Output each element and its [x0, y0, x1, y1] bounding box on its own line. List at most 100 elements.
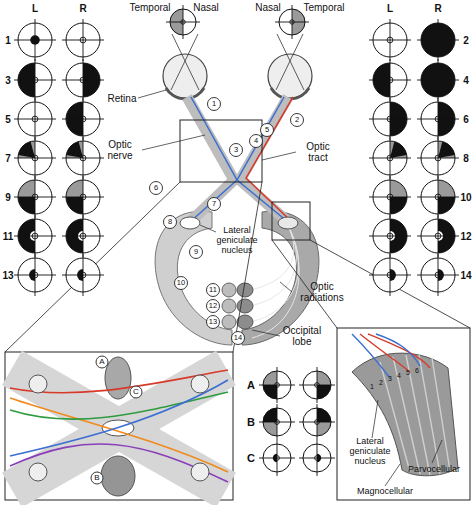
- zoom-box: [180, 120, 262, 182]
- layer-number: 2: [379, 379, 383, 387]
- fixation-point: [290, 20, 294, 24]
- fixation-point: [387, 272, 393, 278]
- field-axis: [438, 59, 439, 101]
- leader-line: [280, 282, 292, 292]
- visual-field: [369, 137, 411, 179]
- callout-ring: [232, 332, 245, 345]
- circled-letter: C: [133, 388, 139, 397]
- inset-box: [337, 328, 470, 500]
- row-number: 4: [463, 75, 469, 86]
- field-axis: [35, 215, 36, 257]
- row-number: 13: [2, 270, 13, 281]
- field-defect: [18, 142, 35, 158]
- visual-field: [62, 137, 104, 179]
- visual-field: [259, 440, 295, 476]
- light-ray: [171, 34, 198, 90]
- fixation-point: [32, 233, 38, 239]
- fiber: [10, 398, 228, 472]
- case-letter: A: [247, 379, 255, 391]
- leader-line: [385, 464, 400, 486]
- optic-pathway: [187, 97, 234, 222]
- callout-number: 10: [177, 279, 185, 287]
- structure-label: Magnocellular: [357, 487, 413, 497]
- fixation-point: [315, 383, 320, 388]
- callout-ring: [150, 182, 163, 195]
- visual-field: [62, 98, 104, 140]
- field-axis: [390, 19, 391, 61]
- row-number: 12: [460, 231, 471, 242]
- fixation-point: [275, 420, 280, 425]
- cortex-fold: [237, 299, 253, 313]
- fiber: [360, 334, 410, 372]
- visual-field: [62, 215, 104, 257]
- structure-label: Retina: [108, 93, 137, 104]
- field-side: Nasal: [193, 2, 219, 13]
- field-axis: [438, 19, 439, 61]
- fixation-point: [387, 155, 393, 161]
- visual-field: [14, 176, 56, 218]
- field-axis: [292, 5, 293, 39]
- callout-number: 3: [234, 146, 238, 154]
- visual-field: [14, 59, 56, 101]
- fixation-point: [181, 20, 185, 24]
- visual-field: [369, 98, 411, 140]
- circled-letter: A: [99, 358, 104, 367]
- layer-stripes: [380, 355, 450, 475]
- field-axis: [83, 19, 84, 61]
- layer-number: 5: [406, 369, 410, 377]
- callout-ring: [96, 356, 108, 368]
- visual-field: [259, 404, 295, 440]
- visual-field: [369, 59, 411, 101]
- row-number: 6: [463, 114, 469, 125]
- structure-label: Optic tract: [296, 141, 340, 163]
- leader-line: [372, 400, 378, 438]
- callout-number: 8: [168, 218, 172, 226]
- callout-number: 7: [212, 200, 216, 208]
- field-side: Temporal: [303, 2, 344, 13]
- field-axis: [35, 19, 36, 61]
- callout-ring: [208, 198, 221, 211]
- temporal-fiber: [246, 97, 293, 222]
- fixation-point: [435, 77, 441, 83]
- visual-field: [299, 367, 335, 403]
- leader-line: [138, 90, 166, 98]
- zoom-box: [272, 202, 310, 240]
- field-axis: [83, 215, 84, 257]
- callout-number: 13: [209, 318, 217, 326]
- callout-number: 6: [154, 184, 158, 192]
- compressing-mass: [101, 456, 135, 496]
- fixation-point: [387, 116, 393, 122]
- field-axis: [183, 5, 184, 39]
- inset-box: [5, 352, 233, 500]
- fixation-point: [80, 272, 86, 278]
- field-axis: [390, 176, 391, 218]
- field-axis: [35, 137, 36, 179]
- callout-number: 1: [212, 100, 216, 108]
- visual-field: [299, 440, 335, 476]
- row-number: 7: [5, 153, 11, 164]
- case-letter: C: [247, 452, 255, 464]
- leader-line: [200, 225, 216, 232]
- circled-letter: B: [94, 474, 99, 483]
- visual-field: [62, 176, 104, 218]
- fiber: [368, 334, 430, 368]
- field-axis: [438, 254, 439, 296]
- visual-field: [369, 19, 411, 61]
- field-axis: [438, 176, 439, 218]
- visual-field: [299, 404, 335, 440]
- fixation-point: [32, 77, 38, 83]
- visual-field: [369, 215, 411, 257]
- fixation-point: [80, 233, 86, 239]
- fixation-point: [435, 155, 441, 161]
- callout-ring: [207, 284, 220, 297]
- layer-number: 1: [370, 383, 374, 391]
- fixation-point: [80, 116, 86, 122]
- lgn: [278, 217, 298, 229]
- light-ray: [276, 34, 303, 90]
- row-number: 8: [463, 153, 469, 164]
- callout-number: 5: [265, 126, 269, 134]
- callout-ring: [291, 114, 304, 127]
- row-number: 1: [5, 35, 11, 46]
- visual-field: [369, 176, 411, 218]
